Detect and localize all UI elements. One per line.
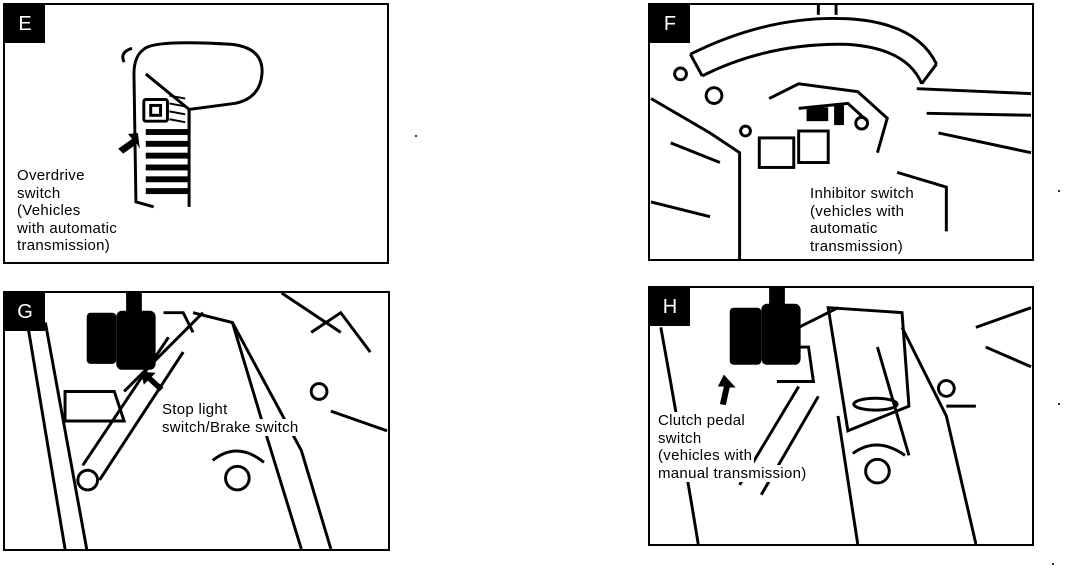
panel-e-badge: E [5,5,45,43]
caption-line: switch [15,184,63,202]
caption-line: Stop light [160,401,230,419]
caption-line: Overdrive [15,167,87,185]
scan-speck [1058,403,1060,405]
panel-h-badge: H [650,288,690,326]
caption-line: transmission) [808,237,906,255]
inhibitor-switch-illustration [650,5,1032,259]
caption-line: (Vehicles [15,202,83,220]
panel-f-badge: F [650,5,690,43]
panel-e-caption: Overdrive switch (Vehicles with automati… [15,167,120,255]
scan-speck [415,135,417,137]
caption-line: switch [656,429,704,447]
arrow-icon [140,371,164,392]
caption-line: with automatic [15,219,120,237]
panel-g: G Stop light switch/ [3,291,390,551]
caption-line: (vehicles with [656,447,755,465]
panel-f-caption: Inhibitor switch (vehicles with automati… [808,185,917,255]
caption-line: Clutch pedal [656,412,747,430]
caption-line: manual transmission) [656,464,809,482]
stop-light-switch-illustration [24,293,388,549]
panel-e: E Overdrive switch (Vehicles with automa [3,3,389,264]
panel-g-caption: Stop light switch/Brake switch [160,401,301,436]
caption-line: switch/Brake switch [160,418,301,436]
caption-line: Inhibitor switch [808,185,917,203]
arrow-icon [717,374,736,406]
arrow-icon [118,133,140,154]
panel-h: H Clutch pedal switc [648,286,1034,546]
scan-speck [1052,563,1054,565]
overdrive-shift-knob-illustration [118,41,264,209]
caption-line: (vehicles with [808,202,907,220]
caption-line: automatic [808,220,880,238]
scan-speck [1058,190,1060,192]
panel-f: F Inhibitor switch (veh [648,3,1034,261]
caption-line: transmission) [15,237,113,255]
panel-g-badge: G [5,293,45,331]
panel-h-caption: Clutch pedal switch (vehicles with manua… [656,412,809,482]
